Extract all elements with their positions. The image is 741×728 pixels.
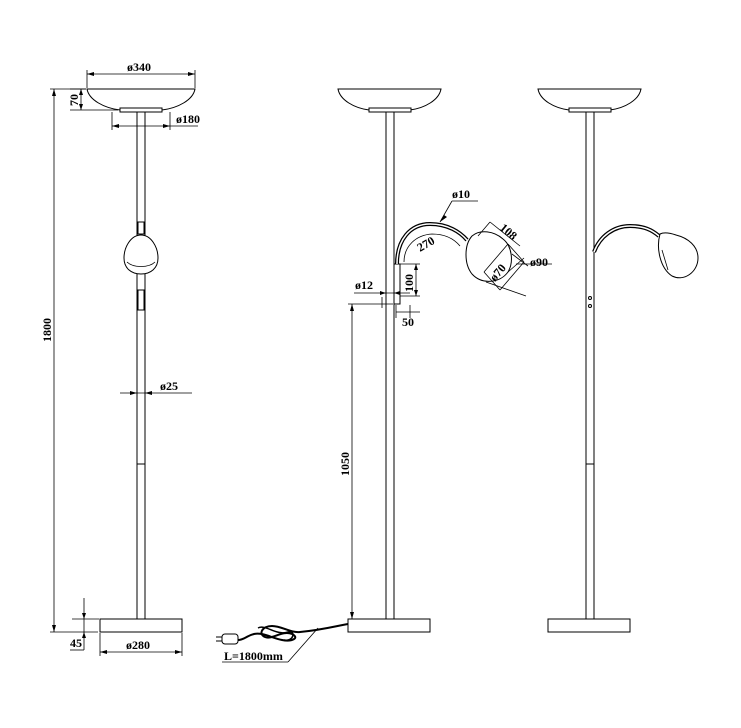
dim-line-spot-rear xyxy=(499,261,525,291)
label-arm-mount-diameter: ø12 xyxy=(355,278,373,292)
side-view-dimensioned: ø10 270 108 ø70 ø90 100 ø12 xyxy=(216,88,552,663)
label-base-height: 45 xyxy=(70,636,82,650)
arm-mount-block xyxy=(393,263,401,305)
shade-collar xyxy=(568,107,612,113)
shade-collar xyxy=(119,107,163,113)
base-plate xyxy=(547,618,631,633)
pole-upper xyxy=(136,111,146,465)
reading-spot xyxy=(658,232,699,279)
label-arm-mount-depth: 50 xyxy=(402,315,414,329)
shade-collar xyxy=(368,107,412,113)
side-view-plain xyxy=(537,88,699,633)
base-plate xyxy=(99,618,183,633)
dimmer-switch xyxy=(137,221,145,235)
label-arm-mount-height: 1050 xyxy=(338,452,352,476)
pole xyxy=(385,111,395,620)
reading-spot xyxy=(123,234,159,275)
label-shade-diameter: ø340 xyxy=(127,60,151,74)
base-plate xyxy=(347,618,431,633)
reading-switch xyxy=(137,289,145,311)
dim-line-spot-length xyxy=(489,221,521,247)
dim-line-arm-tube xyxy=(439,200,453,223)
power-plug xyxy=(221,633,239,645)
leader-cable-length xyxy=(287,627,319,663)
pole-lower xyxy=(136,463,146,620)
front-view-dimensioned: ø340 70 ø180 1800 ø25 45 xyxy=(40,60,200,656)
pole-upper xyxy=(585,111,595,465)
label-arm-tube-diameter: ø10 xyxy=(452,187,470,201)
label-spot-front-diameter: ø90 xyxy=(530,255,548,269)
label-pole-diameter: ø25 xyxy=(160,379,178,393)
label-total-height: 1800 xyxy=(40,318,54,342)
reading-spot-rim xyxy=(126,261,156,267)
power-cable xyxy=(237,623,349,642)
dim-arc-arm-rotation xyxy=(403,233,461,263)
uplight-shade xyxy=(86,88,196,111)
label-shade-height: 70 xyxy=(67,94,81,106)
label-arm-rotation: 270 xyxy=(415,233,438,254)
uplight-shade xyxy=(337,88,442,111)
pole-lower xyxy=(585,463,595,620)
uplight-shade xyxy=(537,88,642,111)
label-base-diameter: ø280 xyxy=(126,638,150,652)
dim-line-spot-front xyxy=(485,281,527,297)
label-shade-base-diameter: ø180 xyxy=(176,112,200,126)
label-arm-offset-height: 100 xyxy=(402,274,416,292)
label-cable-length: L=1800mm xyxy=(224,649,283,663)
